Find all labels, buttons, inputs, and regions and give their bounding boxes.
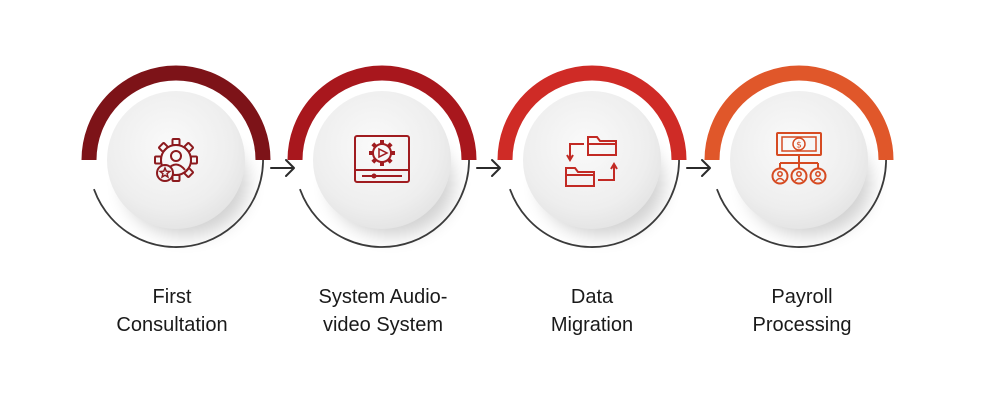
step-4: $ bbox=[704, 65, 894, 248]
play-icon bbox=[378, 147, 389, 159]
step-1-line-1: First bbox=[152, 286, 192, 308]
upper-arc bbox=[497, 65, 687, 161]
person-icon bbox=[771, 167, 789, 185]
folder-icon bbox=[565, 167, 595, 187]
lower-ring bbox=[299, 129, 470, 248]
step-2 bbox=[287, 65, 501, 248]
person-icon bbox=[809, 167, 827, 185]
arrow-right-icon bbox=[686, 159, 711, 177]
step-label-4: Payroll Processing bbox=[712, 283, 892, 339]
dollar-icon: $ bbox=[796, 141, 802, 151]
step-2-line-1: System Audio- bbox=[318, 286, 448, 308]
arrow-right-icon bbox=[270, 159, 295, 177]
lower-ring bbox=[93, 129, 264, 248]
arrow-down-icon bbox=[569, 143, 584, 159]
lower-ring bbox=[716, 129, 887, 248]
step-label-3: Data Migration bbox=[502, 283, 682, 339]
payroll-team-icon: $ bbox=[771, 132, 827, 185]
upper-arc bbox=[287, 65, 477, 161]
upper-arc bbox=[81, 65, 271, 161]
step-1 bbox=[81, 65, 295, 248]
star-icon bbox=[158, 166, 172, 179]
step-4-line-1: Payroll bbox=[771, 286, 833, 308]
step-3 bbox=[497, 65, 711, 248]
step-disc bbox=[313, 91, 451, 229]
step-4-line-2: Processing bbox=[752, 314, 852, 336]
lower-ring bbox=[509, 129, 680, 248]
person-icon bbox=[170, 150, 182, 162]
step-label-1: First Consultation bbox=[82, 283, 262, 339]
arrow-right-icon bbox=[476, 159, 501, 177]
video-player-gear-icon bbox=[354, 135, 410, 183]
gear-person-star-icon bbox=[154, 138, 198, 182]
upper-arc bbox=[704, 65, 894, 161]
step-label-2: System Audio- video System bbox=[293, 283, 473, 339]
folder-transfer-icon bbox=[565, 136, 618, 187]
step-disc bbox=[523, 91, 661, 229]
step-1-line-2: Consultation bbox=[116, 314, 228, 336]
step-3-line-2: Migration bbox=[550, 314, 634, 336]
person-icon bbox=[790, 167, 808, 185]
step-2-line-2: video System bbox=[322, 314, 444, 336]
folder-icon bbox=[587, 136, 617, 156]
arrow-up-icon bbox=[598, 165, 615, 181]
video-frame bbox=[354, 135, 410, 183]
step-3-line-1: Data bbox=[570, 286, 614, 308]
